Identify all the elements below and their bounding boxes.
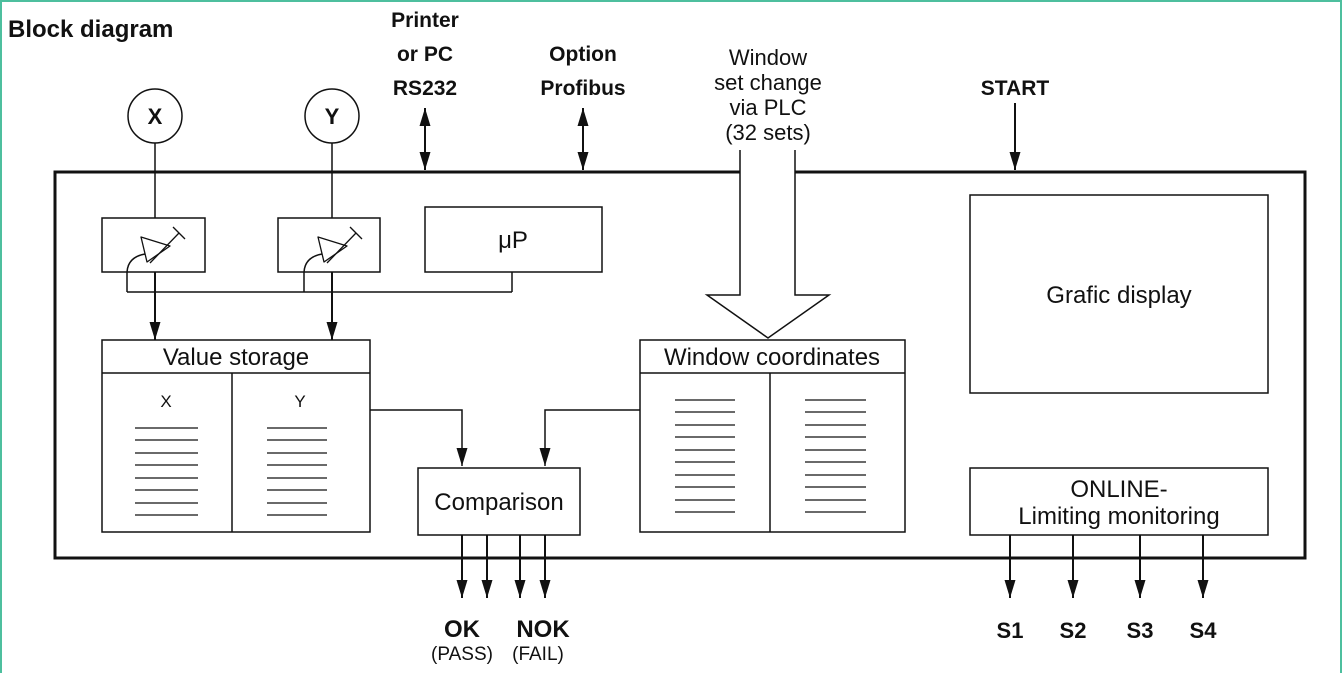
microprocessor-label: μP [498,227,528,254]
nok-label: NOK [516,616,570,643]
gain-adjust-icon [149,232,180,264]
option-label-line: Profibus [540,77,625,100]
column-header-y: Y [294,392,305,411]
comparison-label: Comparison [434,489,563,516]
sensor-x-label: X [148,104,163,129]
switch-label-s4: S4 [1190,618,1218,643]
printer-label-line: RS232 [393,77,457,100]
sensor-y-label: Y [325,104,340,129]
graphic-display-label: Grafic display [1046,282,1191,309]
storage-to-comparison-arrow [370,409,468,466]
value-storage-title: Value storage [163,344,309,371]
pass-sublabel: (PASS) [431,644,493,665]
window-set-change-arrow [704,150,832,339]
window-set-label-line: via PLC [729,95,806,120]
ok-label: OK [444,616,481,643]
window-set-change-label: Window set change via PLC (32 sets) [714,45,822,145]
value-storage-table: Value storage X Y [101,339,371,533]
switch-label-s1: S1 [997,618,1024,643]
switch-label-s2: S2 [1060,618,1087,643]
gain-adjust-icon [326,232,357,264]
value-storage-box [101,339,371,533]
online-label-line: ONLINE- [1070,476,1167,503]
amplifier-y-box [277,217,381,273]
limiting-monitoring-label-line: Limiting monitoring [1018,503,1219,530]
window-set-label-line: Window [729,45,807,70]
printer-label-line: Printer [391,9,459,32]
start-label: START [981,77,1050,100]
fail-sublabel: (FAIL) [512,644,564,665]
gain-adjust-tick [172,226,186,240]
amplifier-y-bus-wire [303,253,323,292]
printer-pc-label: Printer or PC RS232 [391,9,459,100]
column-header-x: X [160,392,171,411]
window-set-label-line: (32 sets) [725,120,811,145]
coordinates-to-comparison-arrow [539,409,640,466]
comparison-box [417,467,581,536]
option-profibus-label: Option Profibus [540,43,625,100]
amplifier-x-box [101,217,206,273]
online-limit-monitoring-box [969,467,1269,536]
diagram-title: Block diagram [8,16,173,43]
amplifier-x-bus-wire [126,253,146,292]
device-housing [53,170,1307,560]
printer-label-line: or PC [397,43,453,66]
window-coordinates-title: Window coordinates [664,344,880,371]
window-set-label-line: set change [714,70,822,95]
window-coordinates-table: Window coordinates [639,339,906,533]
microprocessor-box [424,206,603,273]
graphic-display-box [969,194,1269,394]
option-label-line: Option [549,43,617,66]
gain-adjust-tick [349,226,363,240]
switch-label-s3: S3 [1127,618,1154,643]
